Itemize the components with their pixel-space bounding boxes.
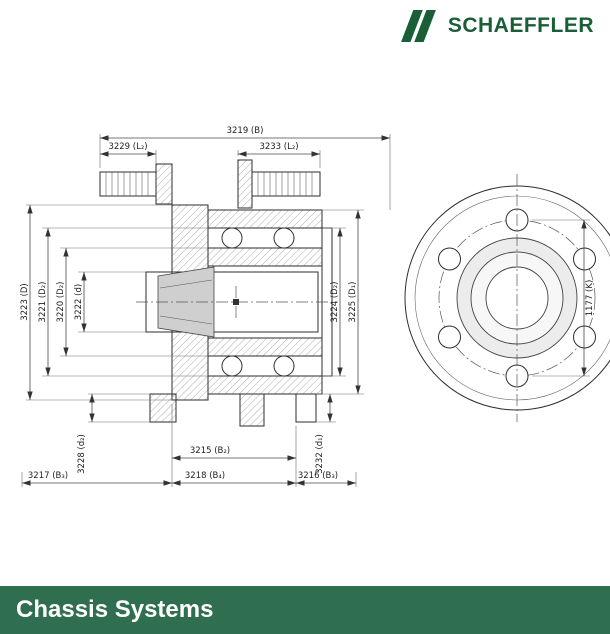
- dim-label-d2-a: 3221 (D₂): [38, 282, 48, 323]
- banner-title: Chassis Systems: [16, 596, 214, 623]
- center-mark: [233, 299, 239, 305]
- bolt-hole: [573, 325, 596, 349]
- dim-label-d1-small: 3232 (d₁): [315, 434, 325, 474]
- flange-lower-section: [171, 331, 209, 401]
- schaeffler-logo-icon: [400, 10, 436, 42]
- outer-ring-bottom: [207, 375, 323, 395]
- hub-outline: [99, 159, 338, 427]
- flange-upper-section: [171, 204, 209, 273]
- dim-label-d: 3223 (D): [20, 283, 30, 321]
- wheel-stud-right: [251, 171, 321, 197]
- pilot-step-left: [149, 393, 177, 423]
- front-view: 1177 (K): [404, 174, 610, 422]
- dim-label-l2-right: 3233 (L₂): [259, 142, 298, 152]
- front-dimension: 1177 (K): [532, 219, 595, 377]
- logo-shape-left: [400, 10, 423, 42]
- brand-name: SCHAEFFLER: [447, 14, 594, 37]
- dim-label-b: 3219 (B): [227, 126, 264, 136]
- flange-front-outline: [404, 174, 610, 422]
- seal-block-right: [295, 393, 317, 423]
- dim-label-b2: 3215 (B₂): [190, 446, 230, 456]
- dim-label-d2-c: 3224 (D₂): [330, 282, 340, 323]
- inner-ring-bottom: [207, 337, 323, 357]
- logo-shape-right: [414, 10, 436, 42]
- seal-block-center: [239, 393, 265, 427]
- stud-knurl-left: [105, 172, 149, 196]
- dim-label-b3-left: 3217 (B₃): [28, 471, 68, 481]
- outer-ring-top: [207, 209, 323, 229]
- spline-lines: [159, 279, 213, 325]
- dim-label-d1: 3225 (D₁): [348, 282, 358, 323]
- bearing-ball: [221, 227, 243, 249]
- k-extension-lines: [532, 219, 590, 377]
- bearing-ball: [273, 355, 295, 377]
- stud-knurl-right: [257, 172, 313, 196]
- wheel-stud-left: [99, 171, 157, 197]
- hub-technical-drawing: 3219 (B) 3229 (L₂) 3233 (L₂) 3215 (B₂) 3…: [20, 126, 610, 487]
- dim-label-b3-right: 3216 (B₃): [298, 471, 338, 481]
- dim-label-d2-b: 3220 (D₂): [56, 282, 66, 323]
- bolt-hole: [438, 247, 461, 271]
- bolt-hole: [573, 247, 596, 271]
- dimension-annotations: 3219 (B) 3229 (L₂) 3233 (L₂) 3215 (B₂) 3…: [20, 126, 391, 487]
- dim-label-d-small: 3222 (d): [74, 284, 84, 320]
- schaeffler-logo: SCHAEFFLER: [397, 10, 594, 42]
- dim-label-k: 1177 (K): [585, 280, 595, 317]
- stud-mount-plate: [237, 159, 253, 209]
- cross-section-view: 3219 (B) 3229 (L₂) 3233 (L₂) 3215 (B₂) 3…: [20, 126, 391, 487]
- dim-label-l2-left: 3229 (L₂): [108, 142, 147, 152]
- header: SCHAEFFLER: [0, 0, 610, 60]
- bolt-hole: [438, 325, 461, 349]
- inner-ring-top: [207, 247, 323, 267]
- dim-label-d2-small: 3228 (d₂): [77, 434, 87, 474]
- footer-banner: Chassis Systems: [0, 586, 610, 634]
- bearing-ball: [221, 355, 243, 377]
- extension-lines: [21, 134, 391, 487]
- dim-label-b4: 3218 (B₄): [185, 471, 225, 481]
- bearing-ball: [273, 227, 295, 249]
- stud-collar-left: [155, 163, 173, 205]
